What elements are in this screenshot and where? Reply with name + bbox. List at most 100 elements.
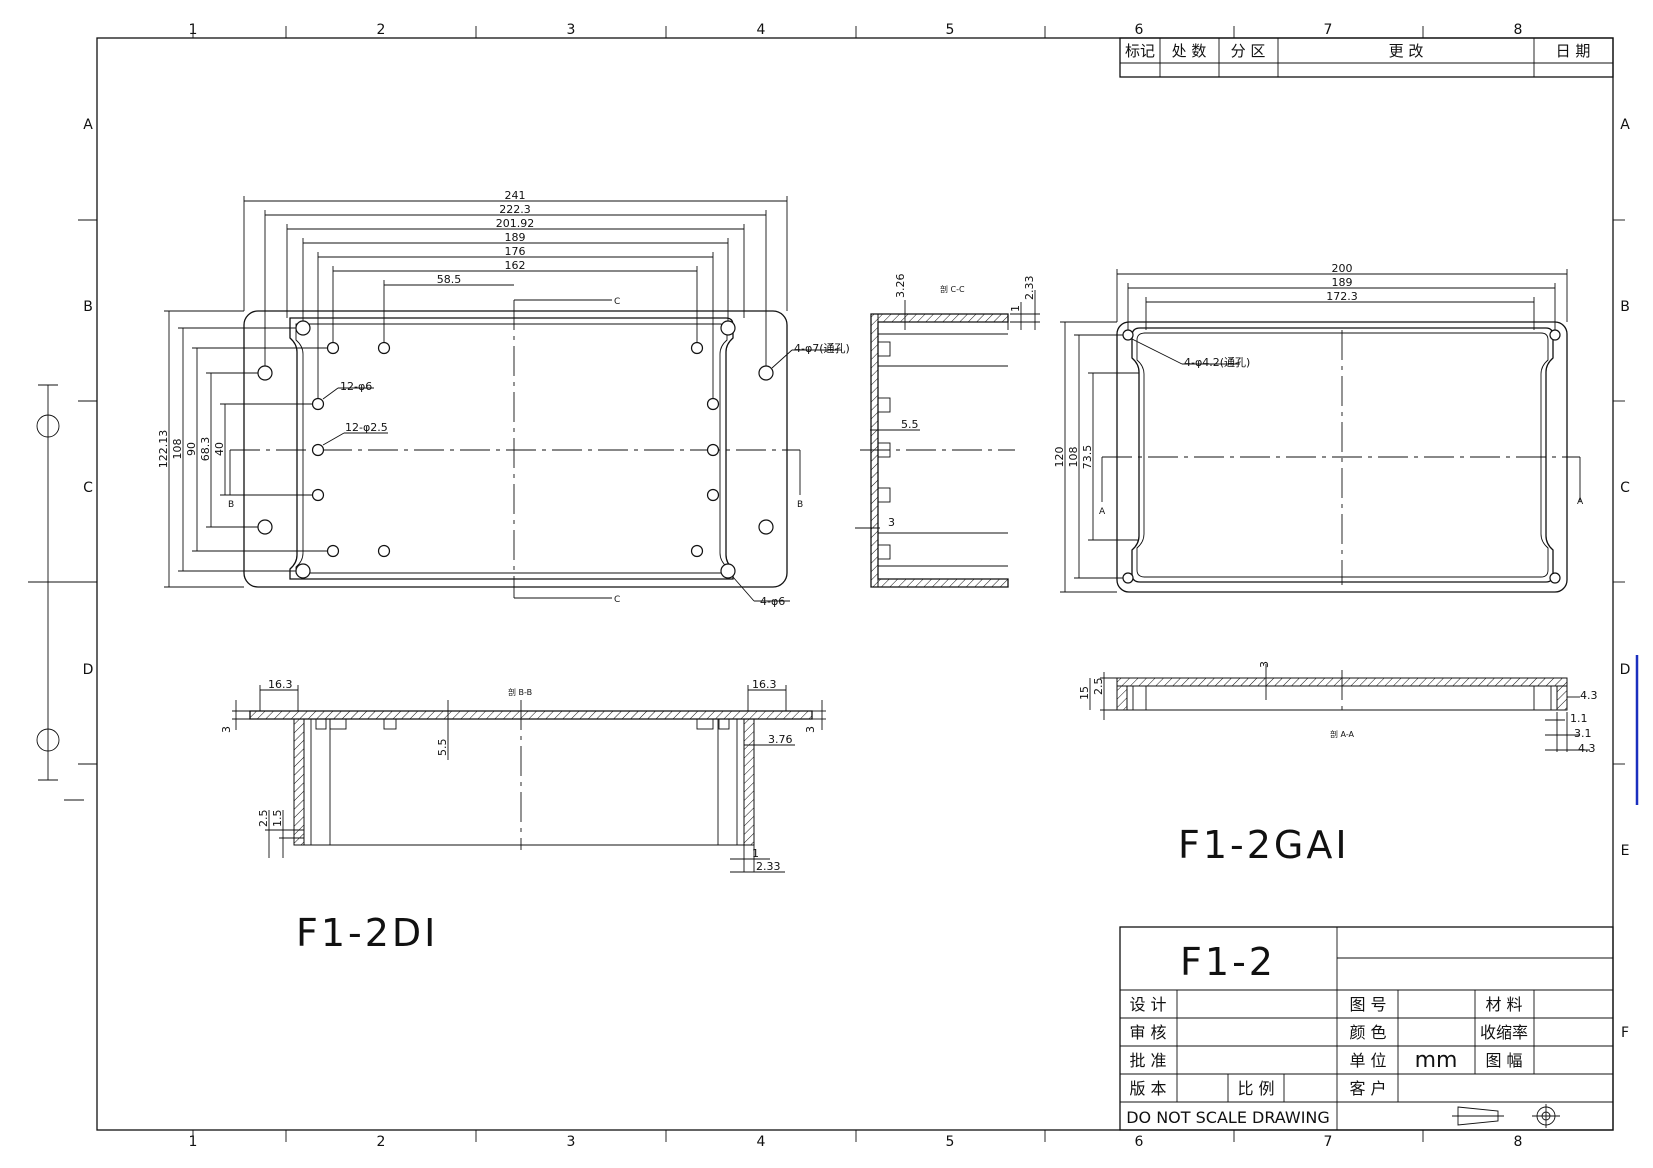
row-label-right-b: B (1620, 299, 1630, 315)
dim-222-3: 222.3 (499, 203, 531, 216)
aa-dim-3-1: 3.1 (1574, 727, 1592, 740)
section-mark-c-bottom: C (614, 595, 620, 605)
dim-241: 241 (505, 189, 526, 202)
aa-dim-1-1: 1.1 (1570, 712, 1588, 725)
rev-header-date: 日 期 (1556, 42, 1591, 60)
col-label-bottom-6: 6 (1135, 1134, 1144, 1150)
section-aa-view: 3 2.5 15 4.3 1.1 3.1 4.3 剖 A-A (1078, 661, 1598, 755)
revision-table: 标记 处 数 分 区 更 改 日 期 (1119, 37, 1614, 78)
part-label-lid: F1-2GAI (1178, 823, 1350, 867)
lid-dim-172-3: 172.3 (1326, 290, 1358, 303)
aa-dim-4-3-top: 4.3 (1580, 689, 1598, 702)
col-label-8: 8 (1514, 22, 1523, 38)
rev-header-zone: 分 区 (1231, 42, 1266, 60)
lid-top-view: 200 189 172.3 120 108 73.5 4-φ4.2(通孔) A … (1053, 262, 1584, 593)
bb-dim-5-5: 5.5 (436, 739, 449, 757)
lid-dim-200: 200 (1332, 262, 1353, 275)
dim-122-13: 122.13 (157, 430, 170, 469)
dim-108: 108 (171, 439, 184, 460)
tb-scale-label: 比 例 (1237, 1079, 1274, 1098)
cc-dim-3-26: 3.26 (894, 274, 907, 299)
cc-dim-1: 1 (1009, 305, 1022, 312)
row-label-right-d: D (1620, 662, 1631, 678)
col-label-bottom-3: 3 (567, 1134, 576, 1150)
bb-dim-1: 1 (752, 847, 759, 860)
callout-4-d7: 4-φ7(通孔) (794, 342, 850, 355)
tb-material-label: 材 料 (1485, 995, 1522, 1014)
callout-4-d6: 4-φ6 (760, 595, 785, 608)
tb-format-label: 图 幅 (1485, 1051, 1522, 1070)
lid-dim-108: 108 (1067, 447, 1080, 468)
tb-design-label: 设 计 (1129, 995, 1166, 1014)
tb-version-label: 版 本 (1129, 1079, 1166, 1098)
rev-header-change: 更 改 (1389, 42, 1424, 60)
bb-dim-2-33: 2.33 (756, 860, 781, 873)
row-label-c: C (83, 480, 93, 496)
tb-note: DO NOT SCALE DRAWING (1126, 1108, 1330, 1127)
aa-dim-4-3-bottom: 4.3 (1578, 742, 1596, 755)
bb-dim-3-76: 3.76 (768, 733, 793, 746)
col-label-bottom-7: 7 (1324, 1134, 1333, 1150)
tb-shrinkage-label: 收缩率 (1480, 1023, 1528, 1042)
col-label-2: 2 (377, 22, 386, 38)
section-mark-b-right: B (797, 500, 803, 510)
row-label-right-f: F (1621, 1025, 1629, 1041)
tb-review-label: 审 核 (1129, 1023, 1166, 1042)
col-label-bottom-1: 1 (189, 1134, 198, 1150)
dim-176: 176 (505, 245, 526, 258)
cc-dim-2-33: 2.33 (1023, 276, 1036, 301)
rev-header-count: 处 数 (1172, 42, 1207, 60)
section-bb-view: 16.3 16.3 3 3 5.5 3.76 2.5 1.5 1 2.33 剖 … (220, 678, 826, 873)
col-label-7: 7 (1324, 22, 1333, 38)
tb-approve-label: 批 准 (1129, 1051, 1166, 1070)
dim-68-3: 68.3 (199, 437, 212, 462)
dim-40: 40 (213, 442, 226, 456)
tb-unit-label: 单 位 (1349, 1051, 1386, 1070)
aa-dim-3: 3 (1258, 661, 1271, 668)
callout-12-d2-5: 12-φ2.5 (345, 421, 388, 434)
bb-dim-1-5: 1.5 (271, 810, 284, 828)
dim-201-92: 201.92 (496, 217, 535, 230)
drawing-frame: 1 2 3 4 5 6 7 8 1 2 3 4 5 6 7 8 A B C D … (28, 22, 1639, 1150)
lid-dim-73-5: 73.5 (1081, 445, 1094, 470)
drawing-number: F1-2 (1180, 940, 1276, 984)
aa-title: 剖 A-A (1330, 729, 1355, 739)
rev-header-mark: 标记 (1125, 42, 1155, 60)
bb-title: 剖 B-B (508, 687, 532, 697)
col-label-bottom-8: 8 (1514, 1134, 1523, 1150)
col-label-1: 1 (189, 22, 198, 38)
base-top-view: 241 222.3 201.92 189 176 162 58.5 122.13… (157, 189, 850, 608)
aa-dim-2-5: 2.5 (1092, 678, 1105, 696)
col-label-6: 6 (1135, 22, 1144, 38)
section-mark-c-top: C (614, 297, 620, 307)
cc-dim-3: 3 (888, 516, 895, 529)
col-label-3: 3 (567, 22, 576, 38)
col-label-4: 4 (757, 22, 766, 38)
section-mark-a-left: A (1099, 507, 1106, 517)
dim-58-5: 58.5 (437, 273, 462, 286)
tb-customer-label: 客 户 (1349, 1079, 1386, 1098)
dim-162: 162 (505, 259, 526, 272)
col-label-5: 5 (946, 22, 955, 38)
bb-dim-16-3-left: 16.3 (268, 678, 293, 691)
projection-symbol-icon (1452, 1104, 1560, 1128)
row-label-right-c: C (1620, 480, 1630, 496)
dim-90: 90 (185, 442, 198, 456)
bb-dim-3-left: 3 (220, 726, 233, 733)
dim-189: 189 (505, 231, 526, 244)
row-label-right-a: A (1620, 117, 1630, 133)
bb-dim-2-5: 2.5 (257, 810, 270, 828)
cc-title: 剖 C-C (940, 284, 965, 294)
tb-drawing-no-label: 图 号 (1349, 995, 1386, 1014)
part-label-base: F1-2DI (296, 911, 438, 955)
section-cc-view: 3.26 剖 C-C 1 2.33 5.5 3 (855, 274, 1040, 588)
row-label-right-e: E (1621, 843, 1630, 859)
row-label-a: A (83, 117, 93, 133)
title-block: F1-2 设 计 图 号 材 料 审 核 颜 色 收缩率 批 准 单 位 图 幅… (1119, 926, 1614, 1131)
col-label-bottom-4: 4 (757, 1134, 766, 1150)
tb-color-label: 颜 色 (1349, 1023, 1386, 1042)
bb-dim-3-right: 3 (804, 726, 817, 733)
cc-dim-5-5: 5.5 (901, 418, 919, 431)
callout-12-d6: 12-φ6 (340, 380, 372, 393)
